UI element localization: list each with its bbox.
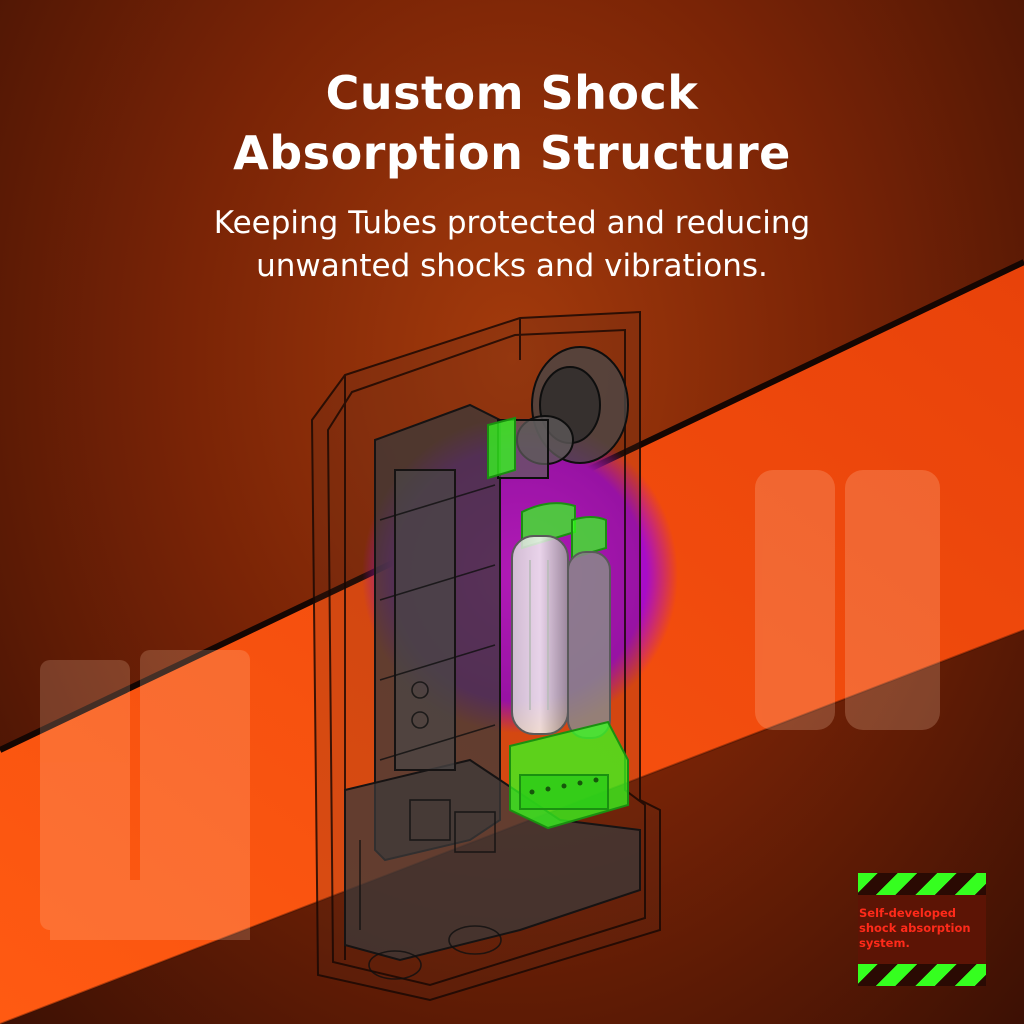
frame-details — [359, 484, 502, 980]
top-knob — [497, 346, 629, 479]
hazard-stripe-bottom — [858, 964, 986, 986]
ghost-device-left — [40, 650, 250, 940]
badge-line-3: system. — [859, 936, 910, 950]
subheadline-line-1: Keeping Tubes protected and reducing — [213, 205, 811, 241]
shock-absorption-badge: Self-developed shock absorption system. — [858, 873, 986, 986]
green-shock-absorber-top — [487, 416, 607, 560]
internal-frame — [344, 403, 641, 962]
badge-line-1: Self-developed — [859, 906, 957, 920]
headline-line-1: Custom Shock — [325, 66, 699, 120]
badge-line-2: shock absorption — [859, 921, 971, 935]
hazard-stripe-top — [858, 873, 986, 895]
ghost-device-right — [755, 470, 940, 730]
subheadline-line-2: unwanted shocks and vibrations. — [256, 248, 768, 284]
badge-caption: Self-developed shock absorption system. — [859, 906, 985, 951]
headline-line-2: Absorption Structure — [233, 126, 791, 180]
green-shock-absorber-bottom — [509, 720, 629, 830]
vacuum-tubes — [511, 535, 611, 739]
